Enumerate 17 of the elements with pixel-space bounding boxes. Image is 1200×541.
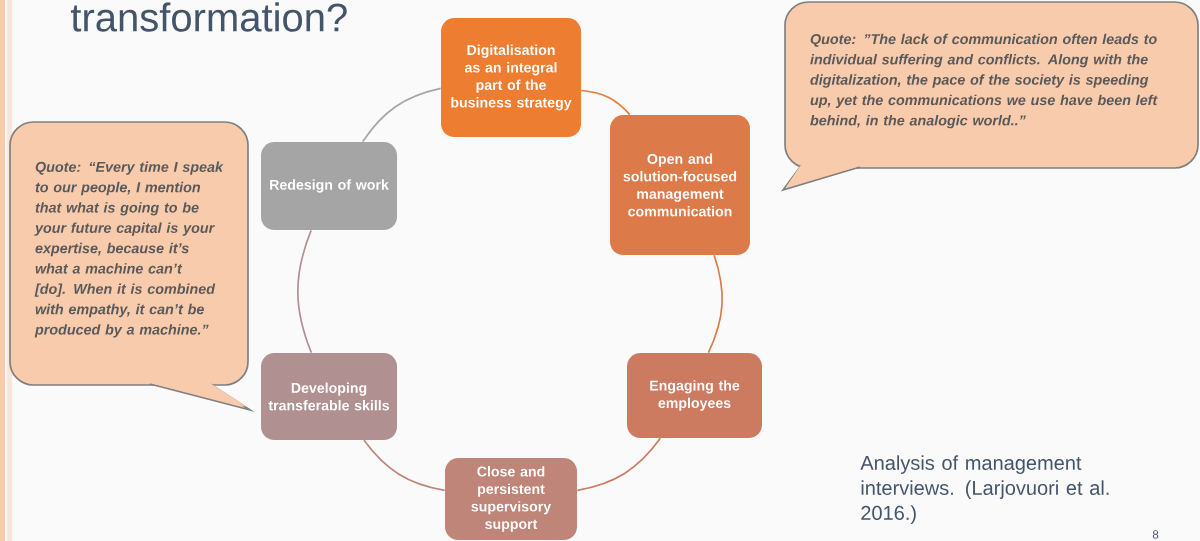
process-box: Close and persistent supervisory support (445, 458, 577, 540)
process-box: Digitalisation as an integral part of the business strategy (441, 18, 581, 137)
connector-arc (707, 254, 723, 354)
page-number: 8 (1152, 530, 1159, 539)
connector-arc (576, 437, 662, 492)
process-box: Open and solution-focused management communication (610, 115, 750, 255)
source-note: Analysis of management interviews. (Larjovuori et al. 2016.) (860, 455, 1109, 524)
process-box: Redesign of work (261, 142, 397, 230)
connector-arc (580, 89, 631, 116)
connector-arc (361, 87, 442, 143)
speech-bubble: Quote: “Every time I speak to our people, I mention that what is going to be your future capital is your expertise, because it’s what a machine can’t [do]. When it is combined with empathy, it can’t be produced by a machine.” (9, 121, 255, 413)
process-box: Developing transferable skills (261, 353, 397, 440)
connector-arc (297, 229, 313, 354)
process-box: Engaging the employees (627, 353, 762, 438)
connector-arc (363, 439, 446, 492)
title: transformation? (70, 2, 347, 32)
speech-bubble: Quote: ”The lack of communication often leads to individual suffering and conflicts. Along with the digitalization, the pace of the society is speeding up, yet the communications we use have been left behind, in the analogic world..” (780, 1, 1199, 192)
